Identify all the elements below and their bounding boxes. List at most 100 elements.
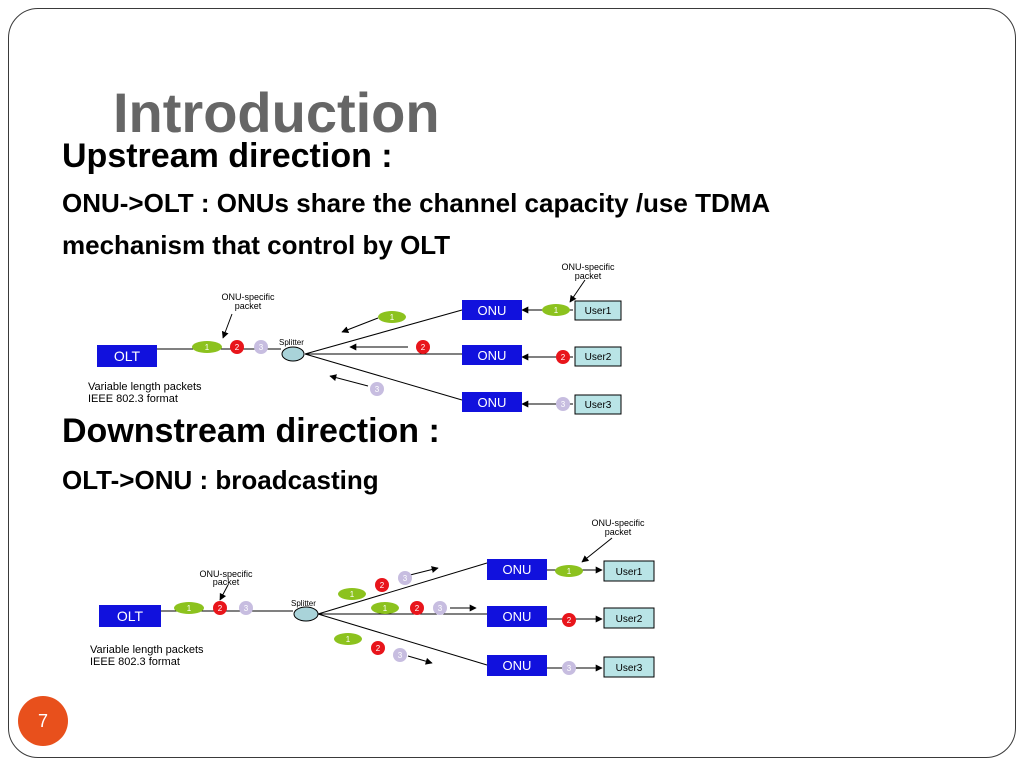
down-top-packet-3-label: 3 — [403, 574, 408, 583]
up-olt-box — [97, 345, 157, 367]
up-user-note-1: ONU-specific — [561, 262, 615, 272]
down-packet-3-label: 3 — [244, 604, 249, 613]
down-note-arrow — [581, 537, 613, 563]
up-onu-1 — [462, 300, 522, 320]
up-caption-1: Variable length packets — [88, 381, 202, 393]
down-mid-packet-1 — [371, 602, 399, 614]
down-mid-packet-1-label: 1 — [383, 604, 388, 613]
down-packet-2 — [213, 601, 227, 615]
downstream-diagram: OLT Variable length packets IEEE 802.3 f… — [90, 518, 655, 678]
up-user-1-label: User1 — [585, 306, 612, 317]
up-user-packet-2-label: 2 — [561, 353, 566, 362]
down-packet-2-label: 2 — [218, 604, 223, 613]
up-onu-2 — [462, 345, 522, 365]
up-direction-arrow — [329, 374, 369, 387]
up-user-packet-3-label: 3 — [561, 400, 566, 409]
down-user-packet-1 — [555, 565, 583, 577]
down-packet-1 — [174, 602, 204, 614]
up-direction-arrow — [341, 317, 379, 333]
slide-title: Introduction — [113, 81, 440, 144]
up-packet-1 — [192, 341, 222, 353]
up-note-arrow — [221, 313, 233, 339]
down-link-onu3 — [317, 613, 488, 666]
up-note-arrow — [569, 279, 586, 303]
up-packet-3 — [254, 340, 268, 354]
down-top-packet-1 — [338, 588, 366, 600]
down-bot-packet-2 — [371, 641, 385, 655]
up-user-packet-1 — [542, 304, 570, 316]
down-onu-2-label: ONU — [503, 609, 532, 624]
up-onu-1-label: ONU — [478, 303, 507, 318]
down-bot-packet-1 — [334, 633, 362, 645]
down-onu-1-label: ONU — [503, 562, 532, 577]
up-user-note-2: packet — [575, 271, 602, 281]
down-top-packet-1-label: 1 — [350, 590, 355, 599]
up-splitter-label: Splitter — [279, 338, 304, 347]
up-branch-packet-1-label: 1 — [390, 313, 395, 322]
down-mid-packet-2 — [410, 601, 424, 615]
up-link-onu1 — [304, 309, 463, 355]
down-user-1-label: User1 — [616, 567, 643, 578]
down-user-2 — [603, 607, 655, 629]
down-onu-3 — [487, 655, 547, 676]
down-user-3-label: User3 — [616, 663, 643, 674]
upstream-heading: Upstream direction : — [62, 137, 393, 175]
down-direction-arrow — [407, 655, 433, 665]
down-onu-1 — [487, 559, 547, 580]
down-user-3 — [603, 656, 655, 678]
up-branch-packet-2 — [416, 340, 430, 354]
up-user-1 — [574, 300, 622, 321]
down-user-packet-2 — [562, 613, 576, 627]
down-user-note-2: packet — [605, 527, 632, 537]
down-user-2-label: User2 — [616, 614, 643, 625]
down-top-packet-2-label: 2 — [380, 581, 385, 590]
down-olt-label: OLT — [117, 608, 144, 624]
up-user-2 — [574, 346, 622, 367]
downstream-line-1: OLT->ONU : broadcasting — [62, 465, 379, 495]
up-packet-3-label: 3 — [259, 343, 264, 352]
up-packet-note-1: ONU-specific — [221, 292, 275, 302]
up-caption-2: IEEE 802.3 format — [88, 393, 178, 405]
up-user-3-label: User3 — [585, 400, 612, 411]
up-branch-packet-2-label: 2 — [421, 343, 426, 352]
up-onu-2-label: ONU — [478, 348, 507, 363]
down-user-note-1: ONU-specific — [591, 518, 645, 528]
down-top-packet-3 — [398, 571, 412, 585]
up-branch-packet-3-label: 3 — [375, 385, 380, 394]
up-user-packet-1-label: 1 — [554, 306, 559, 315]
down-packet-note-2: packet — [213, 577, 240, 587]
upstream-line-2: mechanism that control by OLT — [62, 230, 451, 260]
slide-frame — [8, 8, 1016, 758]
down-onu-2 — [487, 606, 547, 627]
down-link-onu1 — [317, 562, 488, 615]
down-bot-packet-3 — [393, 648, 407, 662]
down-splitter — [293, 606, 319, 622]
up-user-packet-2 — [556, 350, 570, 364]
up-packet-2 — [230, 340, 244, 354]
up-link-onu3 — [304, 353, 463, 401]
down-top-packet-2 — [375, 578, 389, 592]
down-onu-3-label: ONU — [503, 658, 532, 673]
up-olt-label: OLT — [114, 348, 141, 364]
down-direction-arrow — [409, 566, 439, 576]
up-packet-note-2: packet — [235, 301, 262, 311]
upstream-line-1: ONU->OLT : ONUs share the channel capaci… — [62, 188, 771, 218]
up-packet-1-label: 1 — [205, 343, 210, 352]
down-splitter-label: Splitter — [291, 599, 316, 608]
down-mid-packet-2-label: 2 — [415, 604, 420, 613]
up-branch-packet-3 — [370, 382, 384, 396]
down-packet-3 — [239, 601, 253, 615]
up-branch-packet-1 — [378, 311, 406, 323]
down-bot-packet-1-label: 1 — [346, 635, 351, 644]
down-packet-1-label: 1 — [187, 604, 192, 613]
down-caption-2: IEEE 802.3 format — [90, 656, 180, 668]
down-user-1 — [603, 560, 655, 582]
down-mid-packet-3 — [433, 601, 447, 615]
up-user-3 — [574, 394, 622, 415]
down-user-packet-3-label: 3 — [567, 664, 572, 673]
up-user-2-label: User2 — [585, 352, 612, 363]
down-olt-box — [99, 605, 161, 627]
down-user-packet-1-label: 1 — [567, 567, 572, 576]
upstream-diagram: OLT Variable length packets IEEE 802.3 f… — [88, 262, 622, 415]
